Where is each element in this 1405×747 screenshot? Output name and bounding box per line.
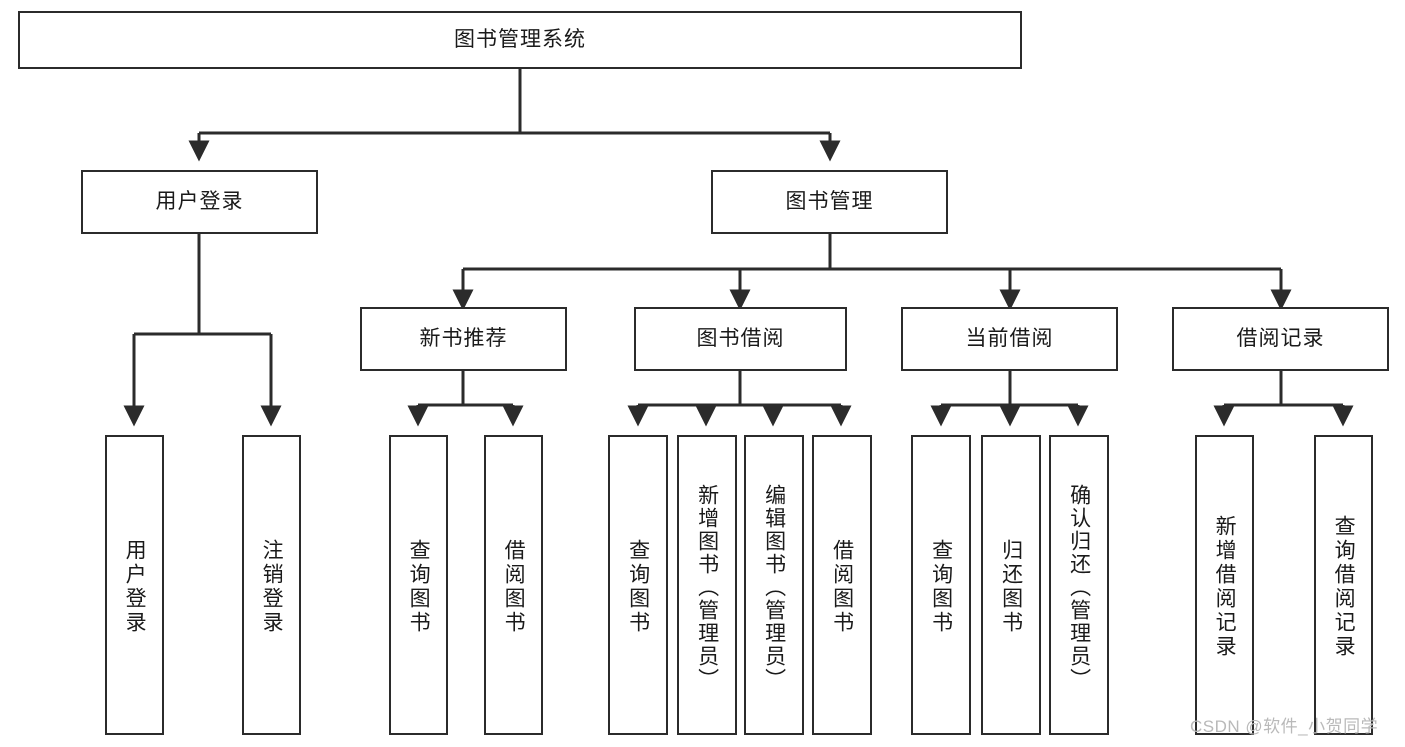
leaf-current-confirm-return[interactable]: 确认归还（管理员） [1049, 435, 1109, 735]
leaf-borrow-edit-book[interactable]: 编辑图书（管理员） [744, 435, 804, 735]
node-current-borrow[interactable]: 当前借阅 [901, 307, 1118, 371]
leaf-user-login-login[interactable]: 用户登录 [105, 435, 164, 735]
leaf-borrow-borrow-book[interactable]: 借阅图书 [812, 435, 872, 735]
node-new-book-recommend[interactable]: 新书推荐 [360, 307, 567, 371]
node-label: 注销登录 [260, 539, 284, 635]
leaf-record-add-record[interactable]: 新增借阅记录 [1195, 435, 1254, 735]
leaf-borrow-query-book[interactable]: 查询图书 [608, 435, 668, 735]
leaf-current-query-book[interactable]: 查询图书 [911, 435, 971, 735]
leaf-borrow-add-book[interactable]: 新增图书（管理员） [677, 435, 737, 735]
node-root-system[interactable]: 图书管理系统 [18, 11, 1022, 69]
node-label: 图书管理 [785, 190, 874, 214]
node-label: 图书管理系统 [454, 28, 586, 52]
node-label: 查询图书 [929, 539, 953, 635]
leaf-recommend-query-book[interactable]: 查询图书 [389, 435, 448, 735]
node-label: 新书推荐 [419, 327, 508, 351]
node-label: 查询图书 [626, 539, 650, 635]
node-label: 查询图书 [407, 539, 431, 635]
node-label: 借阅图书 [830, 539, 854, 635]
node-label: 图书借阅 [696, 327, 785, 351]
node-user-login[interactable]: 用户登录 [81, 170, 318, 234]
node-borrow-record[interactable]: 借阅记录 [1172, 307, 1389, 371]
node-label: 归还图书 [999, 539, 1023, 635]
node-label: 借阅记录 [1236, 327, 1325, 351]
leaf-user-login-logout[interactable]: 注销登录 [242, 435, 301, 735]
node-book-borrow[interactable]: 图书借阅 [634, 307, 847, 371]
node-book-management[interactable]: 图书管理 [711, 170, 948, 234]
node-label: 用户登录 [155, 190, 244, 214]
node-label: 确认归还（管理员） [1067, 483, 1091, 691]
node-label: 编辑图书（管理员） [762, 483, 786, 691]
node-label: 查询借阅记录 [1332, 515, 1356, 659]
node-label: 当前借阅 [965, 327, 1054, 351]
node-label: 新增借阅记录 [1213, 515, 1237, 659]
leaf-recommend-borrow-book[interactable]: 借阅图书 [484, 435, 543, 735]
node-label: 借阅图书 [502, 539, 526, 635]
node-label: 新增图书（管理员） [695, 483, 719, 691]
leaf-record-query-record[interactable]: 查询借阅记录 [1314, 435, 1373, 735]
node-label: 用户登录 [123, 539, 147, 635]
leaf-current-return-book[interactable]: 归还图书 [981, 435, 1041, 735]
watermark-text: CSDN @软件_小贺同学 [1190, 717, 1379, 736]
